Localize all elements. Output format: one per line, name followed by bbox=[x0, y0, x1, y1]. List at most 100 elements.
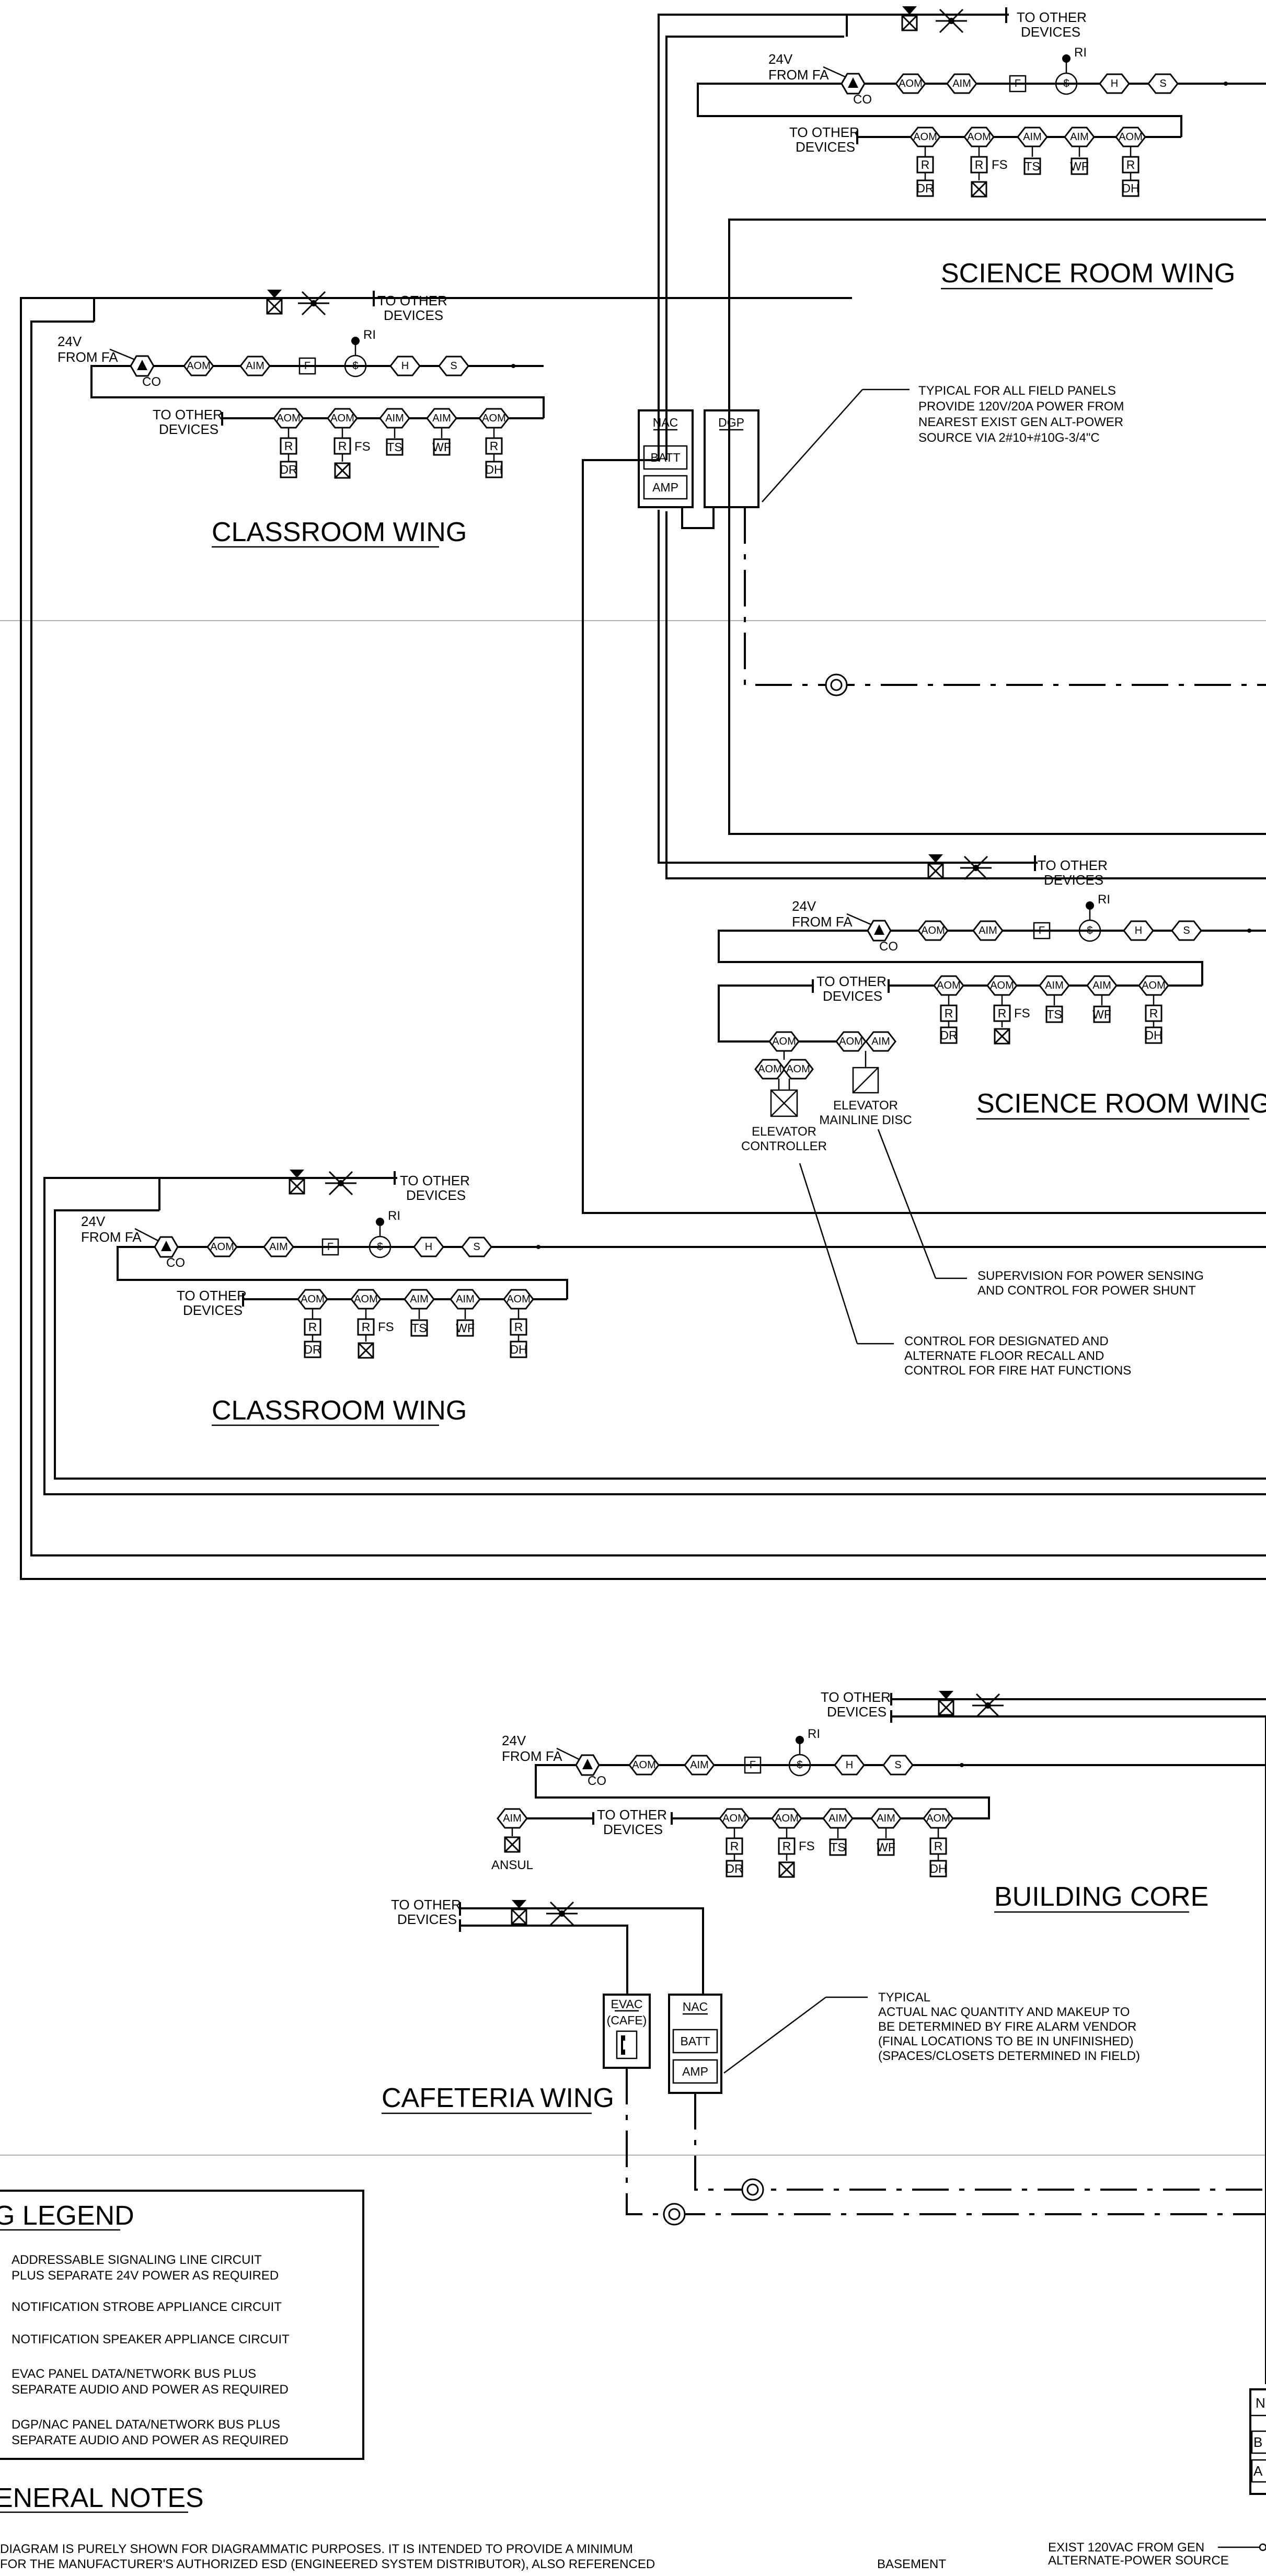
svg-text:RI: RI bbox=[388, 1209, 400, 1223]
dgp-label: DGP bbox=[718, 416, 744, 429]
svg-text:AND CONTROL FOR POWER SHUNT: AND CONTROL FOR POWER SHUNT bbox=[977, 1284, 1196, 1298]
svg-text:AOM: AOM bbox=[967, 131, 991, 143]
svg-text:24V: 24V bbox=[792, 898, 816, 914]
svg-text:F: F bbox=[1039, 925, 1045, 936]
svg-text:CONTROL FOR FIRE HAT FUNCTIONS: CONTROL FOR FIRE HAT FUNCTIONS bbox=[904, 1364, 1131, 1378]
svg-text:AOM: AOM bbox=[926, 1813, 950, 1824]
classroom-wing-mid: TO OTHER DEVICES 24V FROM FA CO AOM AIM … bbox=[81, 1169, 1266, 1426]
svg-text:WF: WF bbox=[1092, 1007, 1111, 1021]
svg-text:R: R bbox=[490, 439, 499, 453]
svg-text:DH: DH bbox=[929, 1862, 947, 1875]
svg-text:S: S bbox=[450, 360, 457, 372]
svg-text:AIM: AIM bbox=[877, 1813, 895, 1824]
svg-text:NEAREST EXIST GEN ALT-POWER: NEAREST EXIST GEN ALT-POWER bbox=[918, 415, 1123, 429]
svg-text:AIM: AIM bbox=[1045, 980, 1064, 991]
svg-text:H: H bbox=[401, 360, 409, 372]
svg-text:WF: WF bbox=[1070, 159, 1089, 173]
svg-text:AOM: AOM bbox=[722, 1813, 746, 1824]
svg-text:AOM: AOM bbox=[772, 1036, 796, 1047]
svg-text:EXIST 120VAC FROM GEN: EXIST 120VAC FROM GEN bbox=[1048, 2540, 1204, 2555]
svg-text:24V: 24V bbox=[57, 334, 82, 349]
svg-text:$: $ bbox=[1087, 925, 1092, 936]
svg-text:AIM: AIM bbox=[871, 1036, 890, 1047]
svg-text:CAFETERIA WING: CAFETERIA WING bbox=[382, 2083, 614, 2113]
svg-text:TO OTHER: TO OTHER bbox=[177, 1288, 247, 1303]
svg-text:DEVICES: DEVICES bbox=[159, 421, 218, 437]
elevator-controller-box bbox=[770, 1089, 798, 1117]
svg-text:R: R bbox=[338, 439, 347, 453]
svg-text:ALTERNATE-POWER SOURCE: ALTERNATE-POWER SOURCE bbox=[1048, 2554, 1229, 2568]
svg-text:(CAFE): (CAFE) bbox=[607, 2013, 647, 2027]
svg-text:H: H bbox=[846, 1759, 853, 1771]
svg-text:FROM FA: FROM FA bbox=[502, 1748, 562, 1764]
elevator-mainline-disc-box bbox=[852, 1067, 879, 1094]
svg-text:TYPICAL FOR ALL FIELD PANELS: TYPICAL FOR ALL FIELD PANELS bbox=[918, 384, 1116, 398]
svg-text:DEVICES: DEVICES bbox=[1044, 872, 1103, 888]
svg-text:R: R bbox=[362, 1320, 371, 1334]
footer-notes: BASEMENT EXIST 120VAC FROM GEN ALTERNATE… bbox=[877, 2388, 1266, 2571]
svg-text:AOM: AOM bbox=[632, 1759, 656, 1771]
svg-text:AIM: AIM bbox=[690, 1759, 709, 1771]
svg-text:TO OTHER: TO OTHER bbox=[1038, 857, 1108, 873]
svg-text:24V: 24V bbox=[502, 1733, 526, 1748]
svg-text:DEVICES: DEVICES bbox=[397, 1911, 457, 1927]
classroom-wing-top: TO OTHER DEVICES 24V FROM FA CO AOM AIM … bbox=[57, 289, 545, 548]
svg-text:DEVICES: DEVICES bbox=[384, 307, 443, 323]
svg-text:TS: TS bbox=[830, 1840, 845, 1854]
svg-text:R: R bbox=[934, 1839, 943, 1853]
svg-text:ELEVATOR: ELEVATOR bbox=[833, 1098, 898, 1113]
svg-text:FROM FA: FROM FA bbox=[57, 349, 118, 365]
svg-text:CLASSROOM WING: CLASSROOM WING bbox=[212, 1395, 467, 1426]
phone-icon bbox=[616, 2030, 638, 2059]
svg-text:DGP/NAC PANEL DATA/NETWORK BUS: DGP/NAC PANEL DATA/NETWORK BUS PLUS bbox=[11, 2418, 280, 2432]
svg-text:24V: 24V bbox=[81, 1213, 106, 1229]
svg-text:R: R bbox=[1149, 1006, 1158, 1020]
svg-text:BUILDING CORE: BUILDING CORE bbox=[994, 1882, 1209, 1912]
svg-text:ADDRESSABLE SIGNALING LINE CIR: ADDRESSABLE SIGNALING LINE CIRCUIT bbox=[11, 2253, 262, 2267]
svg-text:AMP: AMP bbox=[682, 2065, 708, 2078]
svg-text:F: F bbox=[304, 360, 310, 372]
svg-text:AIM: AIM bbox=[432, 413, 451, 424]
svg-text:RI: RI bbox=[363, 328, 376, 342]
svg-text:AIM: AIM bbox=[410, 1293, 429, 1305]
svg-text:AOM: AOM bbox=[277, 413, 301, 424]
svg-text:FROM FA: FROM FA bbox=[81, 1229, 142, 1245]
svg-text:CO: CO bbox=[879, 940, 898, 954]
from-fa-label: FROM FA bbox=[768, 67, 829, 83]
svg-text:ELEVATOR: ELEVATOR bbox=[752, 1125, 816, 1139]
building-core: TO OTHER DEVICES 24V FROM FA CO AOM AIM … bbox=[491, 1689, 1266, 2384]
svg-text:TO OTHER: TO OTHER bbox=[391, 1897, 461, 1913]
svg-text:R: R bbox=[975, 158, 984, 171]
svg-text:DEVICES: DEVICES bbox=[183, 1302, 243, 1318]
24v-label: 24V bbox=[768, 51, 793, 67]
svg-text:TYPICAL: TYPICAL bbox=[878, 1990, 930, 2005]
svg-text:$: $ bbox=[377, 1241, 383, 1253]
svg-text:MAINLINE DISC: MAINLINE DISC bbox=[819, 1113, 912, 1127]
svg-text:AOM: AOM bbox=[301, 1293, 325, 1305]
svg-text:CLASSROOM WING: CLASSROOM WING bbox=[212, 517, 467, 547]
evac-label: EVAC bbox=[611, 1997, 643, 2011]
svg-text:FS: FS bbox=[992, 158, 1008, 172]
svg-text:ENERAL NOTES: ENERAL NOTES bbox=[0, 2483, 204, 2513]
dgp-panel bbox=[704, 409, 759, 508]
svg-text:AIM: AIM bbox=[456, 1293, 475, 1305]
svg-text:DH: DH bbox=[1145, 1028, 1162, 1042]
wiring-legend: G LEGEND ADDRESSABLE SIGNALING LINE CIRC… bbox=[0, 2190, 364, 2460]
svg-text:A: A bbox=[1253, 2463, 1263, 2479]
svg-text:R: R bbox=[284, 439, 293, 453]
svg-text:S: S bbox=[894, 1759, 901, 1771]
svg-text:WF: WF bbox=[432, 440, 451, 454]
flow-switch-box bbox=[1009, 75, 1027, 93]
svg-text:AMP: AMP bbox=[652, 480, 678, 494]
svg-text:TO OTHER: TO OTHER bbox=[821, 1689, 891, 1705]
svg-text:AOM: AOM bbox=[786, 1063, 810, 1075]
svg-text:(SPACES/CLOSETS DETERMINED IN: (SPACES/CLOSETS DETERMINED IN FIELD) bbox=[878, 2049, 1140, 2063]
svg-text:N: N bbox=[1256, 2395, 1265, 2411]
valve-icon bbox=[901, 5, 918, 31]
svg-text:AIM: AIM bbox=[952, 78, 971, 89]
svg-text:DEVICES: DEVICES bbox=[823, 988, 882, 1004]
co-label: CO bbox=[853, 93, 872, 107]
svg-text:DIAGRAM IS PURELY SHOWN FOR DI: DIAGRAM IS PURELY SHOWN FOR DIAGRAMMATIC… bbox=[0, 2542, 633, 2556]
svg-text:R: R bbox=[1126, 158, 1135, 171]
svg-text:DR: DR bbox=[916, 181, 934, 195]
